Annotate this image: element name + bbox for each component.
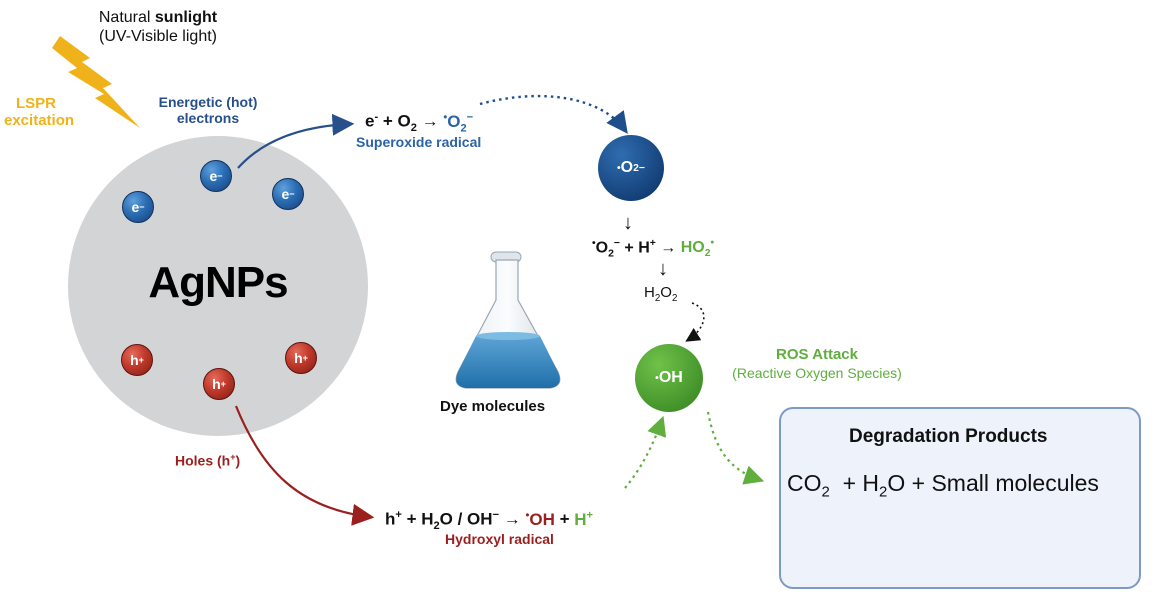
electron-ball: e− [272, 178, 304, 210]
degradation-products-title: Degradation Products [849, 426, 1048, 447]
agnps-label: AgNPs [148, 258, 288, 307]
h2o2-label: H2O2 [644, 284, 678, 304]
superoxide-dotted-arrow [479, 94, 628, 134]
hole-ball: h+ [285, 342, 317, 374]
hydroperoxyl-equation: •O2− + H+ → HO2• [592, 238, 715, 260]
ros-attack-label: ROS Attack(Reactive Oxygen Species) [732, 346, 902, 381]
hydroxyl-ball [635, 344, 703, 412]
attack-dotted-arrow [706, 411, 765, 485]
hydroxyl-up-dotted-arrow [624, 415, 667, 489]
hydroxyl-radical-label: Hydroxyl radical [445, 531, 554, 547]
hot-electrons-label: Energetic (hot)electrons [158, 94, 258, 126]
superoxide-equation: e- + O2 → •O2− [365, 111, 474, 135]
superoxide-ball [598, 135, 664, 201]
dye-molecules-label: Dye molecules [440, 398, 546, 415]
flask-icon [455, 251, 561, 389]
electron-ball: e− [200, 160, 232, 192]
degradation-equation: CO2 + H2O + Small molecules [787, 470, 1099, 501]
down-arrow: ↓ [623, 212, 633, 234]
hydroxyl-ball-label: •OH [655, 369, 683, 386]
superoxide-radical-label: Superoxide radical [356, 134, 482, 150]
h2o2-dotted-arrow [685, 302, 705, 342]
holes-arrow [234, 405, 375, 526]
electron-ball: e− [122, 191, 154, 223]
degradation-products-panel [779, 407, 1141, 589]
down-arrow: ↓ [658, 258, 668, 280]
lightning-bolt-icon [52, 36, 140, 128]
hydroxyl-equation: h+ + H2O / OH− → •OH + H+ [385, 509, 593, 533]
hole-ball: h+ [203, 368, 235, 400]
hot-electron-arrow [237, 113, 355, 169]
hole-ball: h+ [121, 344, 153, 376]
sunlight-label: Natural sunlight (UV-Visible light) [98, 9, 218, 45]
holes-label: Holes (h+) [175, 452, 241, 469]
